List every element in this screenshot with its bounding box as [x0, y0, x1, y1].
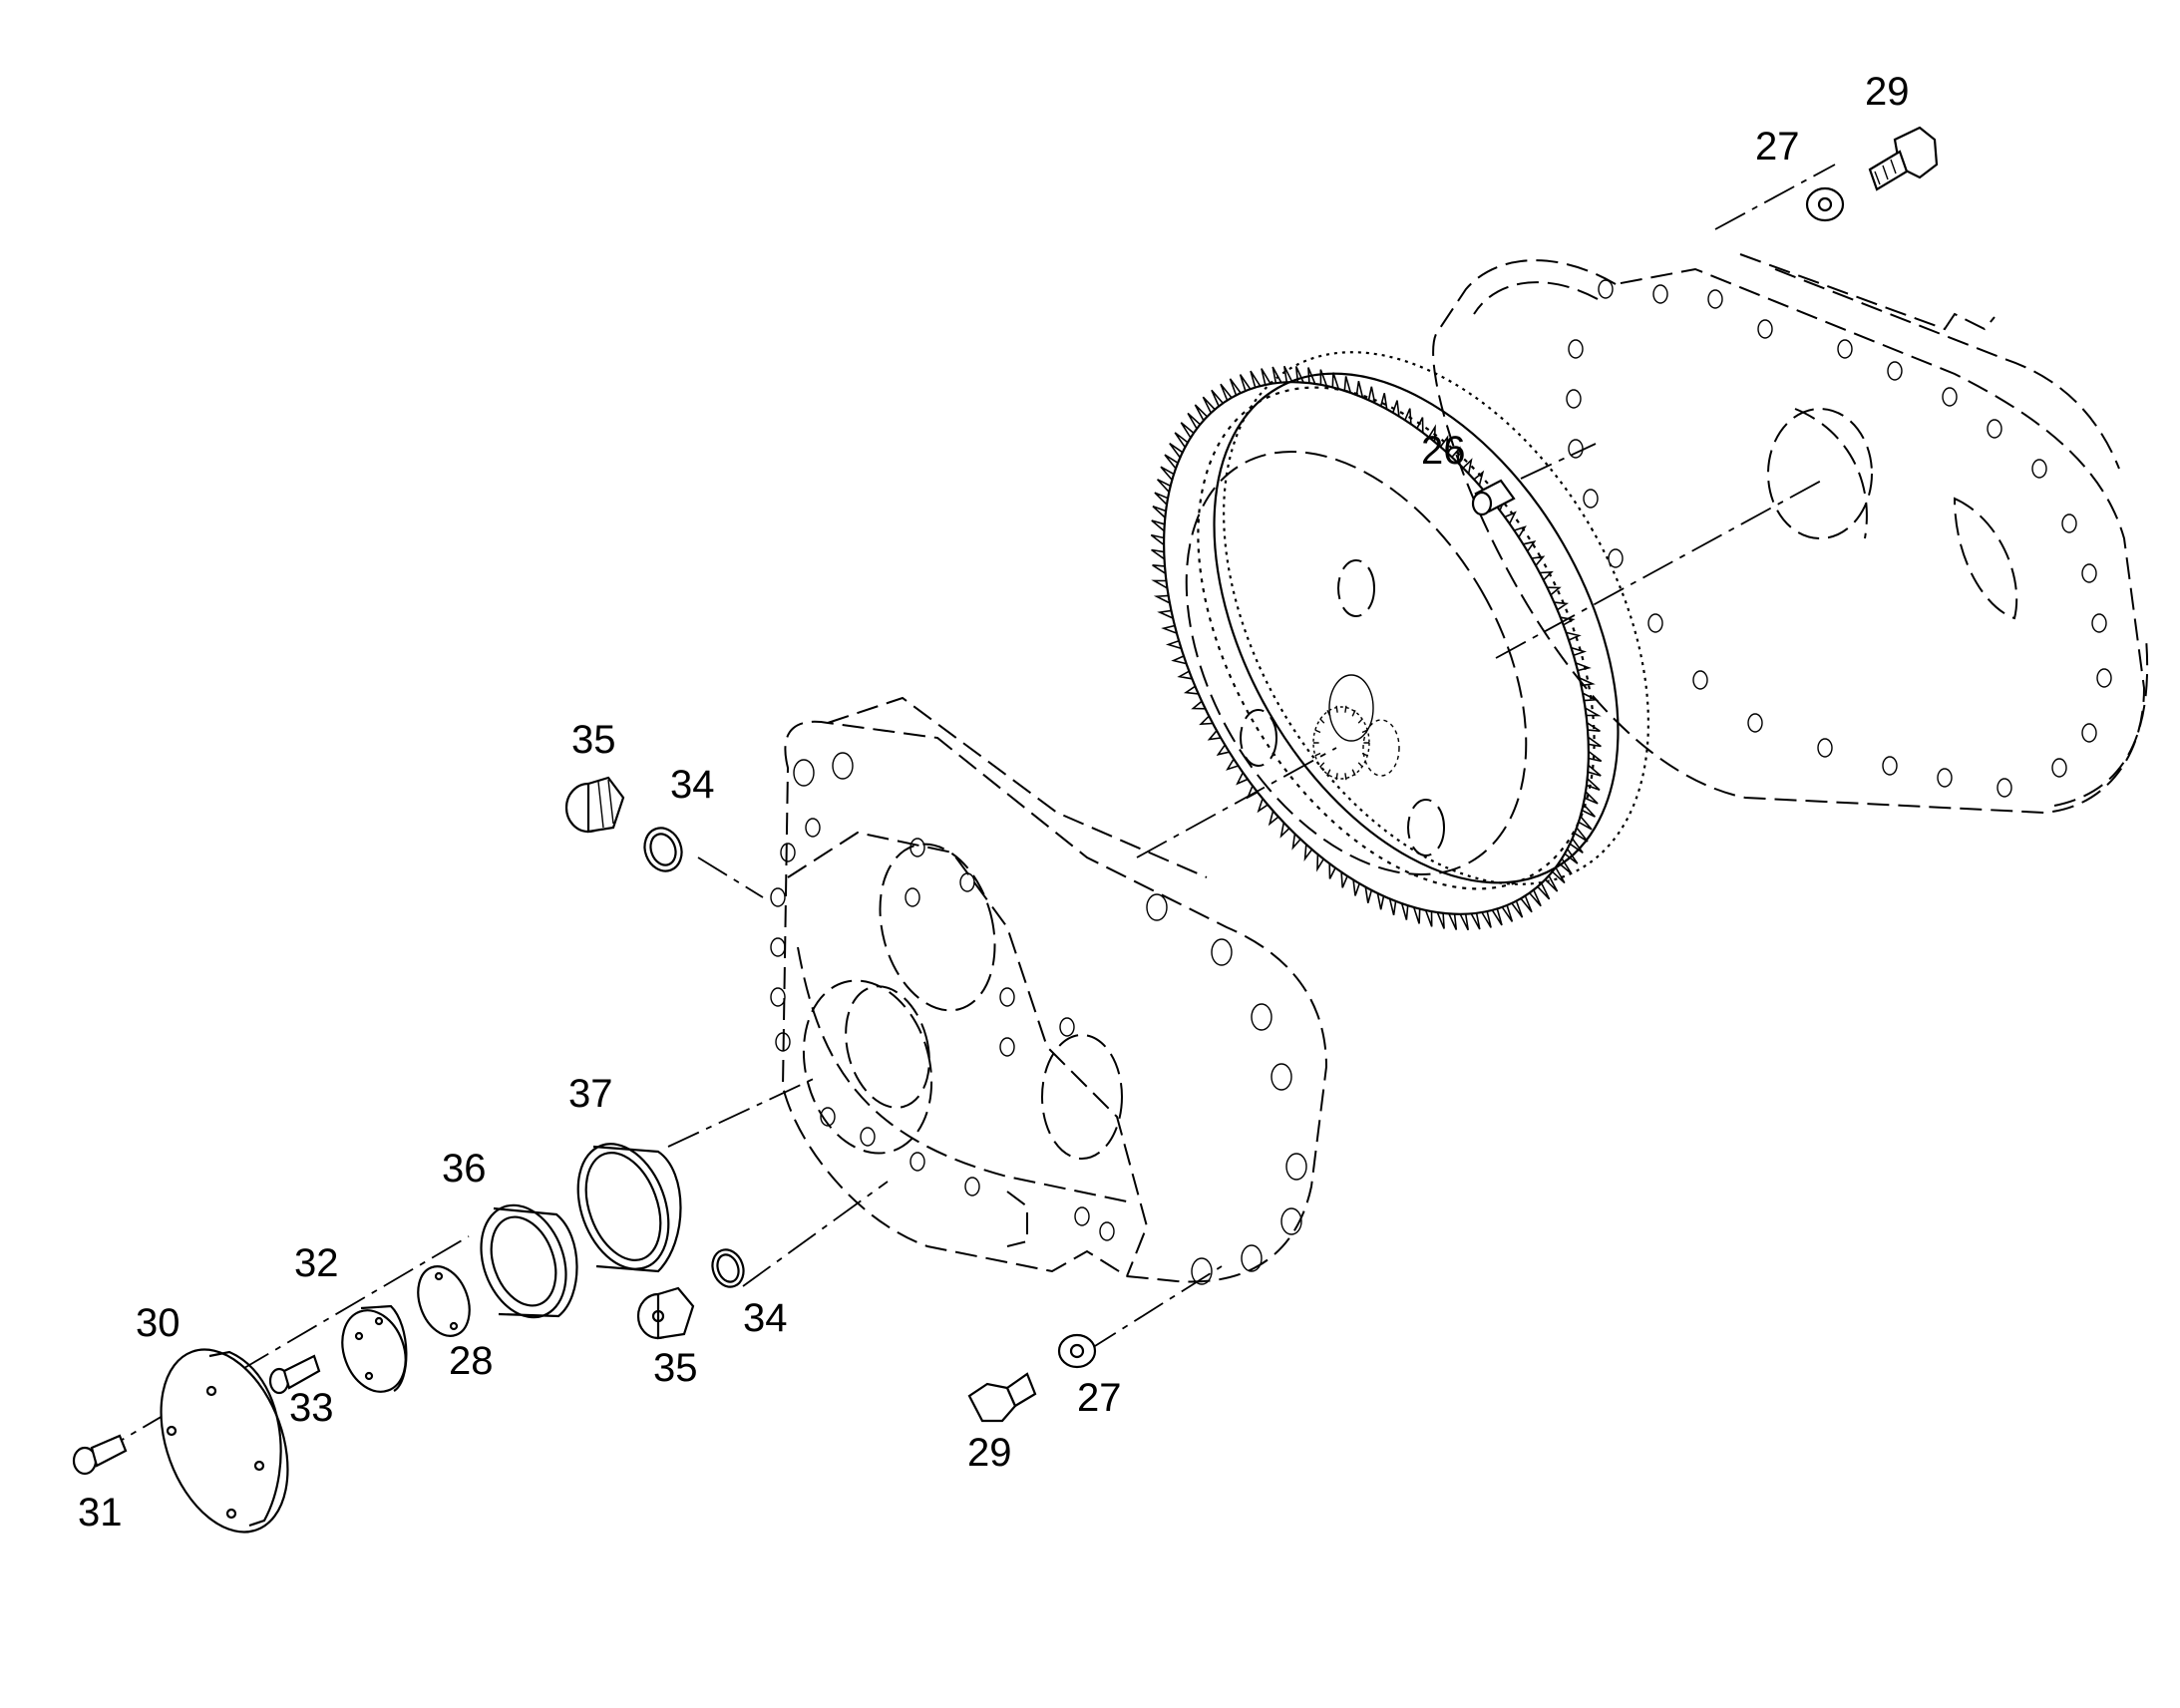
callout-35-top: 35 — [571, 718, 616, 762]
dowel-pin-26 — [1471, 479, 1516, 516]
plug-35-bottom — [636, 1286, 695, 1340]
callout-27-bottom: 27 — [1077, 1376, 1122, 1420]
o-ring-34-top — [643, 827, 683, 872]
hub-spline-teeth — [1313, 705, 1369, 781]
washer-27-top — [1805, 186, 1845, 222]
rear-cover-plate — [1432, 253, 2149, 815]
cover-plate-30 — [160, 1348, 289, 1534]
gear-teeth-outline — [1150, 365, 1603, 931]
callout-labels: 29 27 26 35 34 37 36 32 30 33 28 35 34 2… — [78, 70, 1910, 1535]
callout-30: 30 — [136, 1301, 181, 1345]
bolt-29-bottom — [967, 1372, 1037, 1423]
o-ring-34-bottom — [711, 1248, 745, 1288]
cap-32 — [341, 1304, 408, 1393]
screw-31 — [72, 1434, 128, 1476]
plug-35-top — [564, 776, 625, 834]
callout-29-bottom: 29 — [967, 1431, 1012, 1475]
callout-33: 33 — [289, 1386, 334, 1430]
callout-29-top: 29 — [1865, 70, 1910, 114]
callout-27-top: 27 — [1755, 125, 1800, 169]
gear-housing — [770, 696, 1328, 1285]
callout-28: 28 — [449, 1339, 494, 1383]
callout-36: 36 — [442, 1147, 487, 1191]
bolt-29-top — [1868, 126, 1939, 191]
seal-ring-37 — [576, 1143, 682, 1273]
centerlines — [94, 164, 1836, 1457]
gear-teeth — [1150, 365, 1603, 931]
washer-27-bottom — [1057, 1333, 1097, 1369]
screw-33 — [268, 1354, 321, 1395]
callout-31: 31 — [78, 1491, 123, 1535]
callout-34-top: 34 — [670, 763, 715, 807]
callout-37: 37 — [568, 1072, 613, 1116]
callout-26: 26 — [1421, 429, 1466, 473]
callout-34-bottom: 34 — [743, 1296, 788, 1340]
ring-36 — [480, 1203, 578, 1319]
callout-32: 32 — [294, 1241, 339, 1285]
callout-35-bottom: 35 — [653, 1346, 698, 1390]
shim-28 — [417, 1265, 471, 1337]
